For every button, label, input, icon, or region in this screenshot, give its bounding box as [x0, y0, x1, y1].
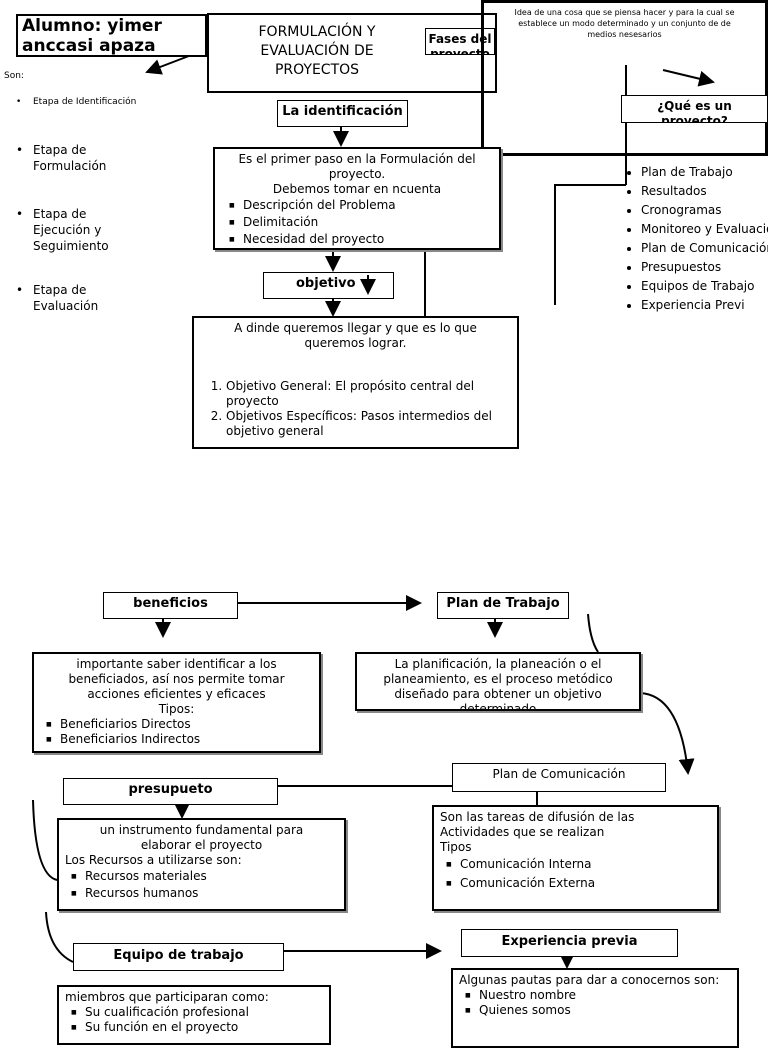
beneficios-label-box: beneficios	[103, 592, 238, 619]
plan-trabajo-box: La planificación, la planeación o el pla…	[355, 652, 641, 711]
list-item: Delimitación	[223, 214, 491, 231]
presupuesto-box: un instrumento fundamental para elaborar…	[57, 818, 346, 911]
list-item: Su función en el proyecto	[65, 1020, 323, 1035]
components-list: Plan de Trabajo Resultados Cronogramas M…	[628, 163, 768, 315]
list-item: Recursos humanos	[65, 885, 338, 902]
plan-trabajo-label-box: Plan de Trabajo	[437, 592, 569, 619]
que-es-label-box: ¿Qué es un proyecto?	[621, 95, 768, 123]
objetivo-label-box: objetivo	[263, 272, 394, 299]
presupuesto-label-box: presupueto	[63, 778, 278, 805]
list-item: Objetivos Específicos: Pasos intermedios…	[226, 409, 509, 439]
stage-item: Etapa de Ejecución y Seguimiento	[16, 206, 128, 254]
plan-comunicacion-box: Son las tareas de difusión de las Activi…	[432, 805, 719, 911]
objetivo-box: A dinde queremos llegar y que es lo que …	[192, 316, 519, 449]
stage-item: Etapa de Formulación	[16, 142, 128, 174]
list-item: Descripción del Problema	[223, 197, 491, 214]
list-item: Beneficiarios Indirectos	[40, 732, 313, 747]
identificacion-label-box: La identificación	[277, 100, 408, 127]
list-item: Cronogramas	[641, 201, 768, 220]
project-definition-box: Idea de una cosa que se piensa hacer y p…	[481, 0, 768, 156]
equipo-box: miembros que participaran como: Su cuali…	[57, 985, 331, 1045]
plan-comunicacion-label-box: Plan de Comunicación	[452, 763, 666, 792]
list-item: Experiencia Previ	[641, 296, 768, 315]
equipo-label-box: Equipo de trabajo	[73, 943, 284, 971]
list-item: Presupuestos	[641, 258, 768, 277]
list-item: Monitoreo y Evaluación	[641, 220, 768, 239]
list-item: Comunicación Externa	[440, 874, 711, 893]
identificacion-box: Es el primer paso en la Formulación del …	[213, 147, 501, 250]
list-item: Equipos de Trabajo	[641, 277, 768, 296]
beneficios-box: importante saber identificar a los benef…	[32, 652, 321, 753]
list-item: Quienes somos	[459, 1003, 731, 1018]
list-item: Objetivo General: El propósito central d…	[226, 379, 509, 409]
son-label: Son:	[4, 71, 24, 81]
list-item: Recursos materiales	[65, 868, 338, 885]
list-item: Plan de Trabajo	[641, 163, 768, 182]
stage-item: Etapa de Evaluación	[16, 282, 118, 314]
list-item: Resultados	[641, 182, 768, 201]
stage-item: Etapa de Identificación	[16, 94, 136, 110]
experiencia-box: Algunas pautas para dar a conocernos son…	[451, 968, 739, 1048]
list-item: Necesidad del proyecto	[223, 231, 491, 248]
list-item: Nuestro nombre	[459, 988, 731, 1003]
title-box: FORMULACIÓN Y EVALUACIÓN DE PROYECTOS	[207, 13, 497, 93]
student-name-box: Alumno: yimer anccasi apaza	[16, 14, 207, 57]
list-item: Su cualificación profesional	[65, 1005, 323, 1020]
list-item: Beneficiarios Directos	[40, 717, 313, 732]
list-item: Plan de Comunicación	[641, 239, 768, 258]
experiencia-label-box: Experiencia previa	[461, 929, 678, 957]
list-item: Comunicación Interna	[440, 855, 711, 874]
